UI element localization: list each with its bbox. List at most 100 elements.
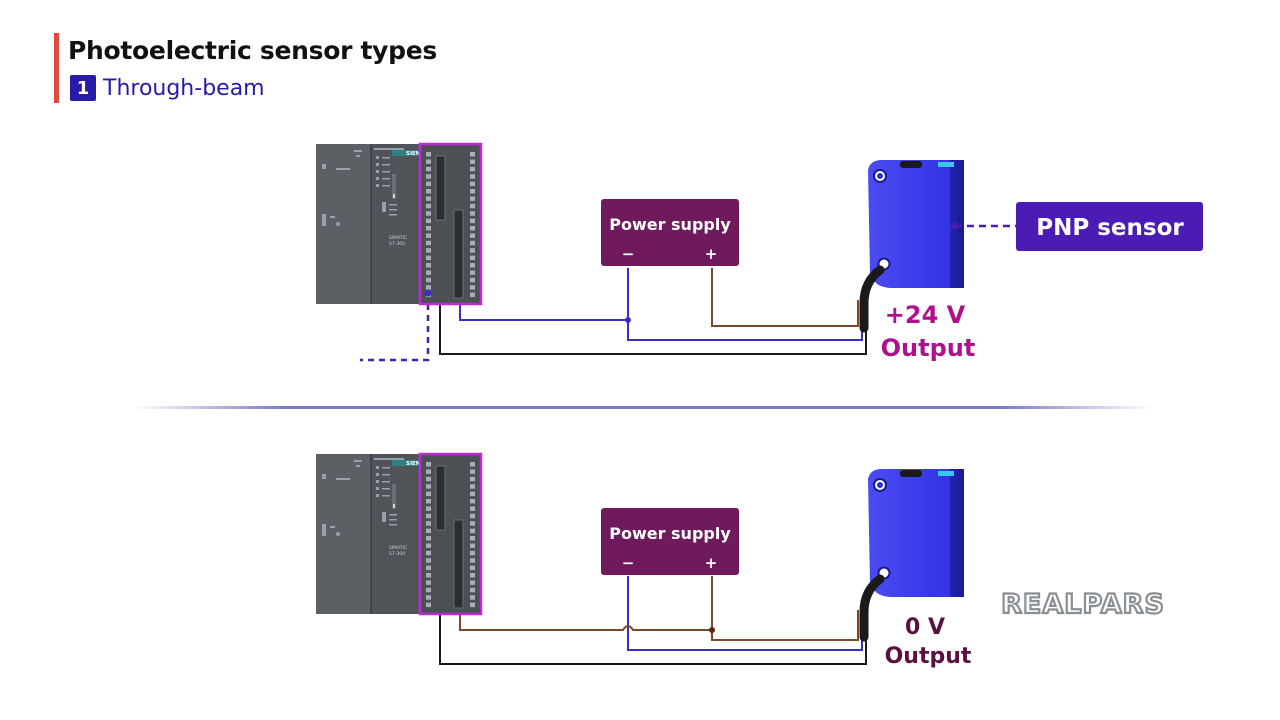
plc-terminal xyxy=(470,543,475,548)
plc-terminal xyxy=(426,565,431,571)
plc-terminal xyxy=(470,595,475,600)
plc-terminal xyxy=(470,587,475,593)
plc-terminal xyxy=(470,248,475,253)
plc-terminal xyxy=(470,476,475,482)
bottom-wire-psu-minus xyxy=(627,576,863,651)
plc-terminal xyxy=(426,469,431,474)
pnp-sensor-label: PNP sensor xyxy=(1016,202,1203,251)
step-label: Through-beam xyxy=(103,75,265,101)
bottom-plc-model-2: S7-300 xyxy=(389,551,405,557)
bottom-plc-rack: SIEMENS SIMATIC S7-300 xyxy=(315,452,483,616)
plc-terminal xyxy=(470,558,475,563)
pnp-sensor-text: PNP sensor xyxy=(1036,215,1184,241)
plc-terminal xyxy=(426,203,431,209)
plc-terminal xyxy=(470,602,475,608)
plc-terminal xyxy=(426,255,431,261)
plc-terminal xyxy=(426,587,431,593)
bottom-psu-title: Power supply xyxy=(609,524,731,543)
header-accent-bar xyxy=(54,33,59,103)
plc-terminal xyxy=(470,565,475,571)
plc-terminal xyxy=(470,521,475,526)
top-output-voltage: +24 V xyxy=(885,301,966,329)
plc-terminal xyxy=(426,543,431,548)
plc-terminal xyxy=(470,166,475,172)
plc-terminal xyxy=(426,270,431,275)
plc-terminal xyxy=(470,580,475,585)
top-wire-plc-to-psu-minus xyxy=(459,305,628,321)
plc-terminal xyxy=(426,263,431,268)
plc-terminal xyxy=(426,462,431,467)
plc-terminal xyxy=(470,203,475,209)
top-plc-rack: SIEMENS SIMATIC S7-300 xyxy=(315,142,483,306)
plc-terminal xyxy=(426,233,431,238)
top-wire-psu-plus xyxy=(711,268,859,327)
section-divider xyxy=(133,406,1153,409)
plc-terminal xyxy=(426,558,431,563)
plc-terminal xyxy=(470,233,475,238)
plc-terminal xyxy=(470,469,475,474)
plc-terminal xyxy=(426,550,431,556)
plc-terminal xyxy=(470,484,475,489)
bottom-plc-model-1: SIMATIC xyxy=(389,545,407,551)
bottom-output-voltage: 0 V xyxy=(905,615,945,640)
plc-terminal xyxy=(426,499,431,504)
top-psu-minus: − xyxy=(622,245,635,263)
plc-terminal xyxy=(426,506,431,511)
plc-terminal xyxy=(426,513,431,519)
page-subtitle: 1 Through-beam xyxy=(70,74,265,102)
bottom-output-label: Output xyxy=(885,644,972,669)
plc-terminal xyxy=(426,491,431,497)
plc-terminal xyxy=(470,270,475,275)
top-wire-psu-minus xyxy=(627,268,863,341)
plc-terminal xyxy=(470,240,475,246)
bottom-wire-plc-to-psu-plus xyxy=(459,614,712,631)
plc-terminal xyxy=(426,285,431,290)
plc-terminal xyxy=(426,528,431,534)
plc-terminal xyxy=(470,528,475,534)
plc-terminal xyxy=(470,189,475,194)
plc-terminal xyxy=(470,263,475,268)
realpars-logo: REALPARS xyxy=(1001,589,1165,620)
top-plc-model-2: S7-300 xyxy=(389,241,405,247)
plc-terminal xyxy=(470,211,475,216)
plc-terminal xyxy=(426,602,431,608)
plc-terminal xyxy=(426,573,431,578)
top-power-supply: Power supply − + xyxy=(601,199,739,266)
plc-terminal xyxy=(426,174,431,179)
plc-terminal xyxy=(426,196,431,201)
plc-terminal xyxy=(470,513,475,519)
plc-terminal xyxy=(470,181,475,187)
plc-terminal xyxy=(470,255,475,261)
plc-terminal xyxy=(470,573,475,578)
plc-terminal xyxy=(470,226,475,231)
plc-terminal xyxy=(426,211,431,216)
bottom-wire-output xyxy=(439,610,867,665)
bottom-psu-minus: − xyxy=(622,554,635,572)
plc-terminal xyxy=(426,536,431,541)
plc-terminal xyxy=(426,277,431,283)
bottom-psu-plus: + xyxy=(705,554,718,572)
top-sensor xyxy=(859,160,964,333)
plc-terminal xyxy=(470,506,475,511)
top-dashed-lead xyxy=(360,293,430,362)
top-plc-io-module xyxy=(418,142,483,306)
plc-terminal xyxy=(470,499,475,504)
plc-terminal xyxy=(470,174,475,179)
plc-terminal xyxy=(470,292,475,298)
plc-terminal xyxy=(426,580,431,585)
top-circuit: SIEMENS SIMATIC S7-300 Power supply − + xyxy=(315,142,1203,362)
top-psu-plus: + xyxy=(705,245,718,263)
plc-terminal xyxy=(470,218,475,224)
plc-terminal xyxy=(426,159,431,164)
bottom-power-supply: Power supply − + xyxy=(601,508,739,575)
plc-terminal xyxy=(426,240,431,246)
page-title: Photoelectric sensor types xyxy=(68,36,437,65)
bottom-circuit: SIEMENS SIMATIC S7-300 Power supply − + xyxy=(315,452,972,669)
plc-terminal xyxy=(426,476,431,482)
plc-terminal xyxy=(470,159,475,164)
bottom-plc-terminals xyxy=(426,462,475,608)
bottom-sensor xyxy=(859,469,964,642)
plc-terminal xyxy=(426,218,431,224)
plc-terminal xyxy=(426,521,431,526)
plc-terminal xyxy=(470,285,475,290)
